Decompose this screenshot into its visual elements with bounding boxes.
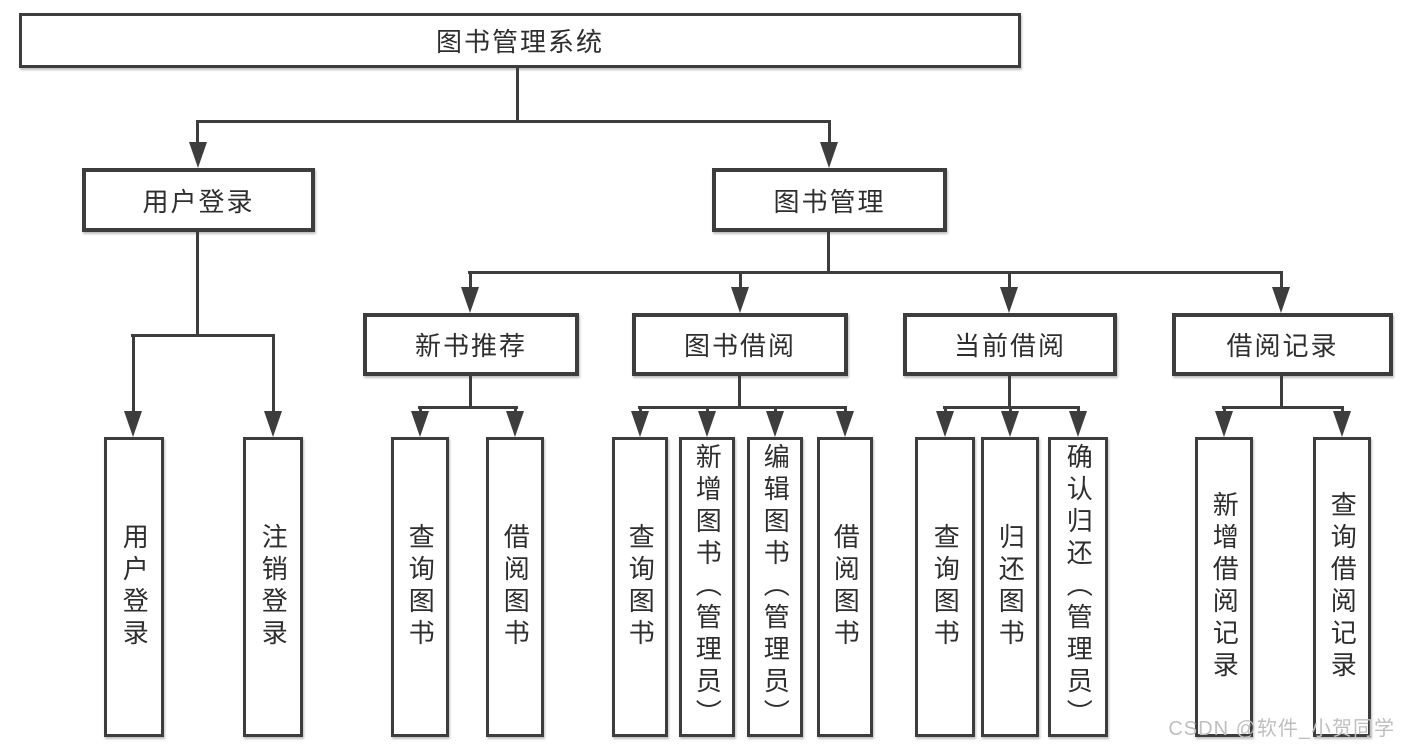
node-current-borrowing: 当前借阅 — [903, 313, 1117, 376]
arrow-down-icon — [936, 411, 954, 437]
node-user-login: 用户登录 — [82, 168, 315, 232]
leaf-borrow-books-borrowing: 借阅图书 — [817, 437, 873, 737]
leaf-return-books: 归还图书 — [981, 437, 1039, 737]
leaf-logout: 注销登录 — [243, 437, 303, 737]
arrow-down-icon — [189, 142, 207, 168]
leaf-query-books-current: 查询图书 — [915, 437, 975, 737]
connector-line — [196, 231, 199, 336]
arrow-down-icon — [820, 142, 838, 168]
connector-line — [828, 120, 831, 148]
connector-line — [131, 334, 275, 337]
connector-line — [469, 271, 472, 293]
leaf-borrow-books-recommend: 借阅图书 — [486, 437, 544, 737]
node-book-management: 图书管理 — [712, 168, 947, 232]
connector-line — [1222, 406, 1344, 409]
connector-line — [272, 334, 275, 416]
leaf-query-borrow-record: 查询借阅记录 — [1313, 437, 1371, 737]
node-borrowing-records: 借阅记录 — [1172, 313, 1393, 376]
arrow-down-icon — [1001, 411, 1019, 437]
leaf-add-borrow-record: 新增借阅记录 — [1195, 437, 1253, 737]
arrow-down-icon — [411, 411, 429, 437]
connector-line — [196, 120, 199, 148]
arrow-down-icon — [506, 411, 524, 437]
connector-line — [638, 406, 847, 409]
arrow-down-icon — [731, 287, 749, 313]
connector-line — [1008, 374, 1011, 408]
arrow-down-icon — [766, 411, 784, 437]
connector-line — [738, 374, 741, 408]
connector-line — [468, 271, 1283, 274]
leaf-user-login: 用户登录 — [104, 437, 164, 737]
node-library-management-system: 图书管理系统 — [19, 13, 1021, 68]
arrow-down-icon — [836, 411, 854, 437]
arrow-down-icon — [1215, 411, 1233, 437]
leaf-confirm-return-admin: 确认归还（管理员） — [1048, 437, 1108, 737]
connector-line — [1008, 271, 1011, 293]
connector-line — [469, 374, 472, 408]
connector-line — [196, 120, 830, 123]
connector-line — [827, 231, 830, 274]
arrow-down-icon — [124, 411, 142, 437]
arrow-down-icon — [264, 411, 282, 437]
connector-line — [1280, 271, 1283, 293]
node-new-book-recommendation: 新书推荐 — [363, 313, 579, 376]
connector-line — [132, 334, 135, 416]
connector-line — [516, 67, 519, 121]
connector-line — [418, 406, 518, 409]
watermark-text: CSDN @软件_小贺同学 — [1168, 718, 1395, 740]
connector-line — [1280, 374, 1283, 408]
arrow-down-icon — [1272, 287, 1290, 313]
arrow-down-icon — [1069, 411, 1087, 437]
leaf-add-books-admin: 新增图书（管理员） — [679, 437, 735, 737]
arrow-down-icon — [1333, 411, 1351, 437]
leaf-edit-books-admin: 编辑图书（管理员） — [747, 437, 803, 737]
leaf-query-books-recommend: 查询图书 — [391, 437, 449, 737]
arrow-down-icon — [1000, 287, 1018, 313]
leaf-query-books-borrowing: 查询图书 — [612, 437, 668, 737]
node-book-borrowing: 图书借阅 — [632, 313, 848, 376]
connector-line — [739, 271, 742, 293]
arrow-down-icon — [461, 287, 479, 313]
arrow-down-icon — [631, 411, 649, 437]
arrow-down-icon — [698, 411, 716, 437]
